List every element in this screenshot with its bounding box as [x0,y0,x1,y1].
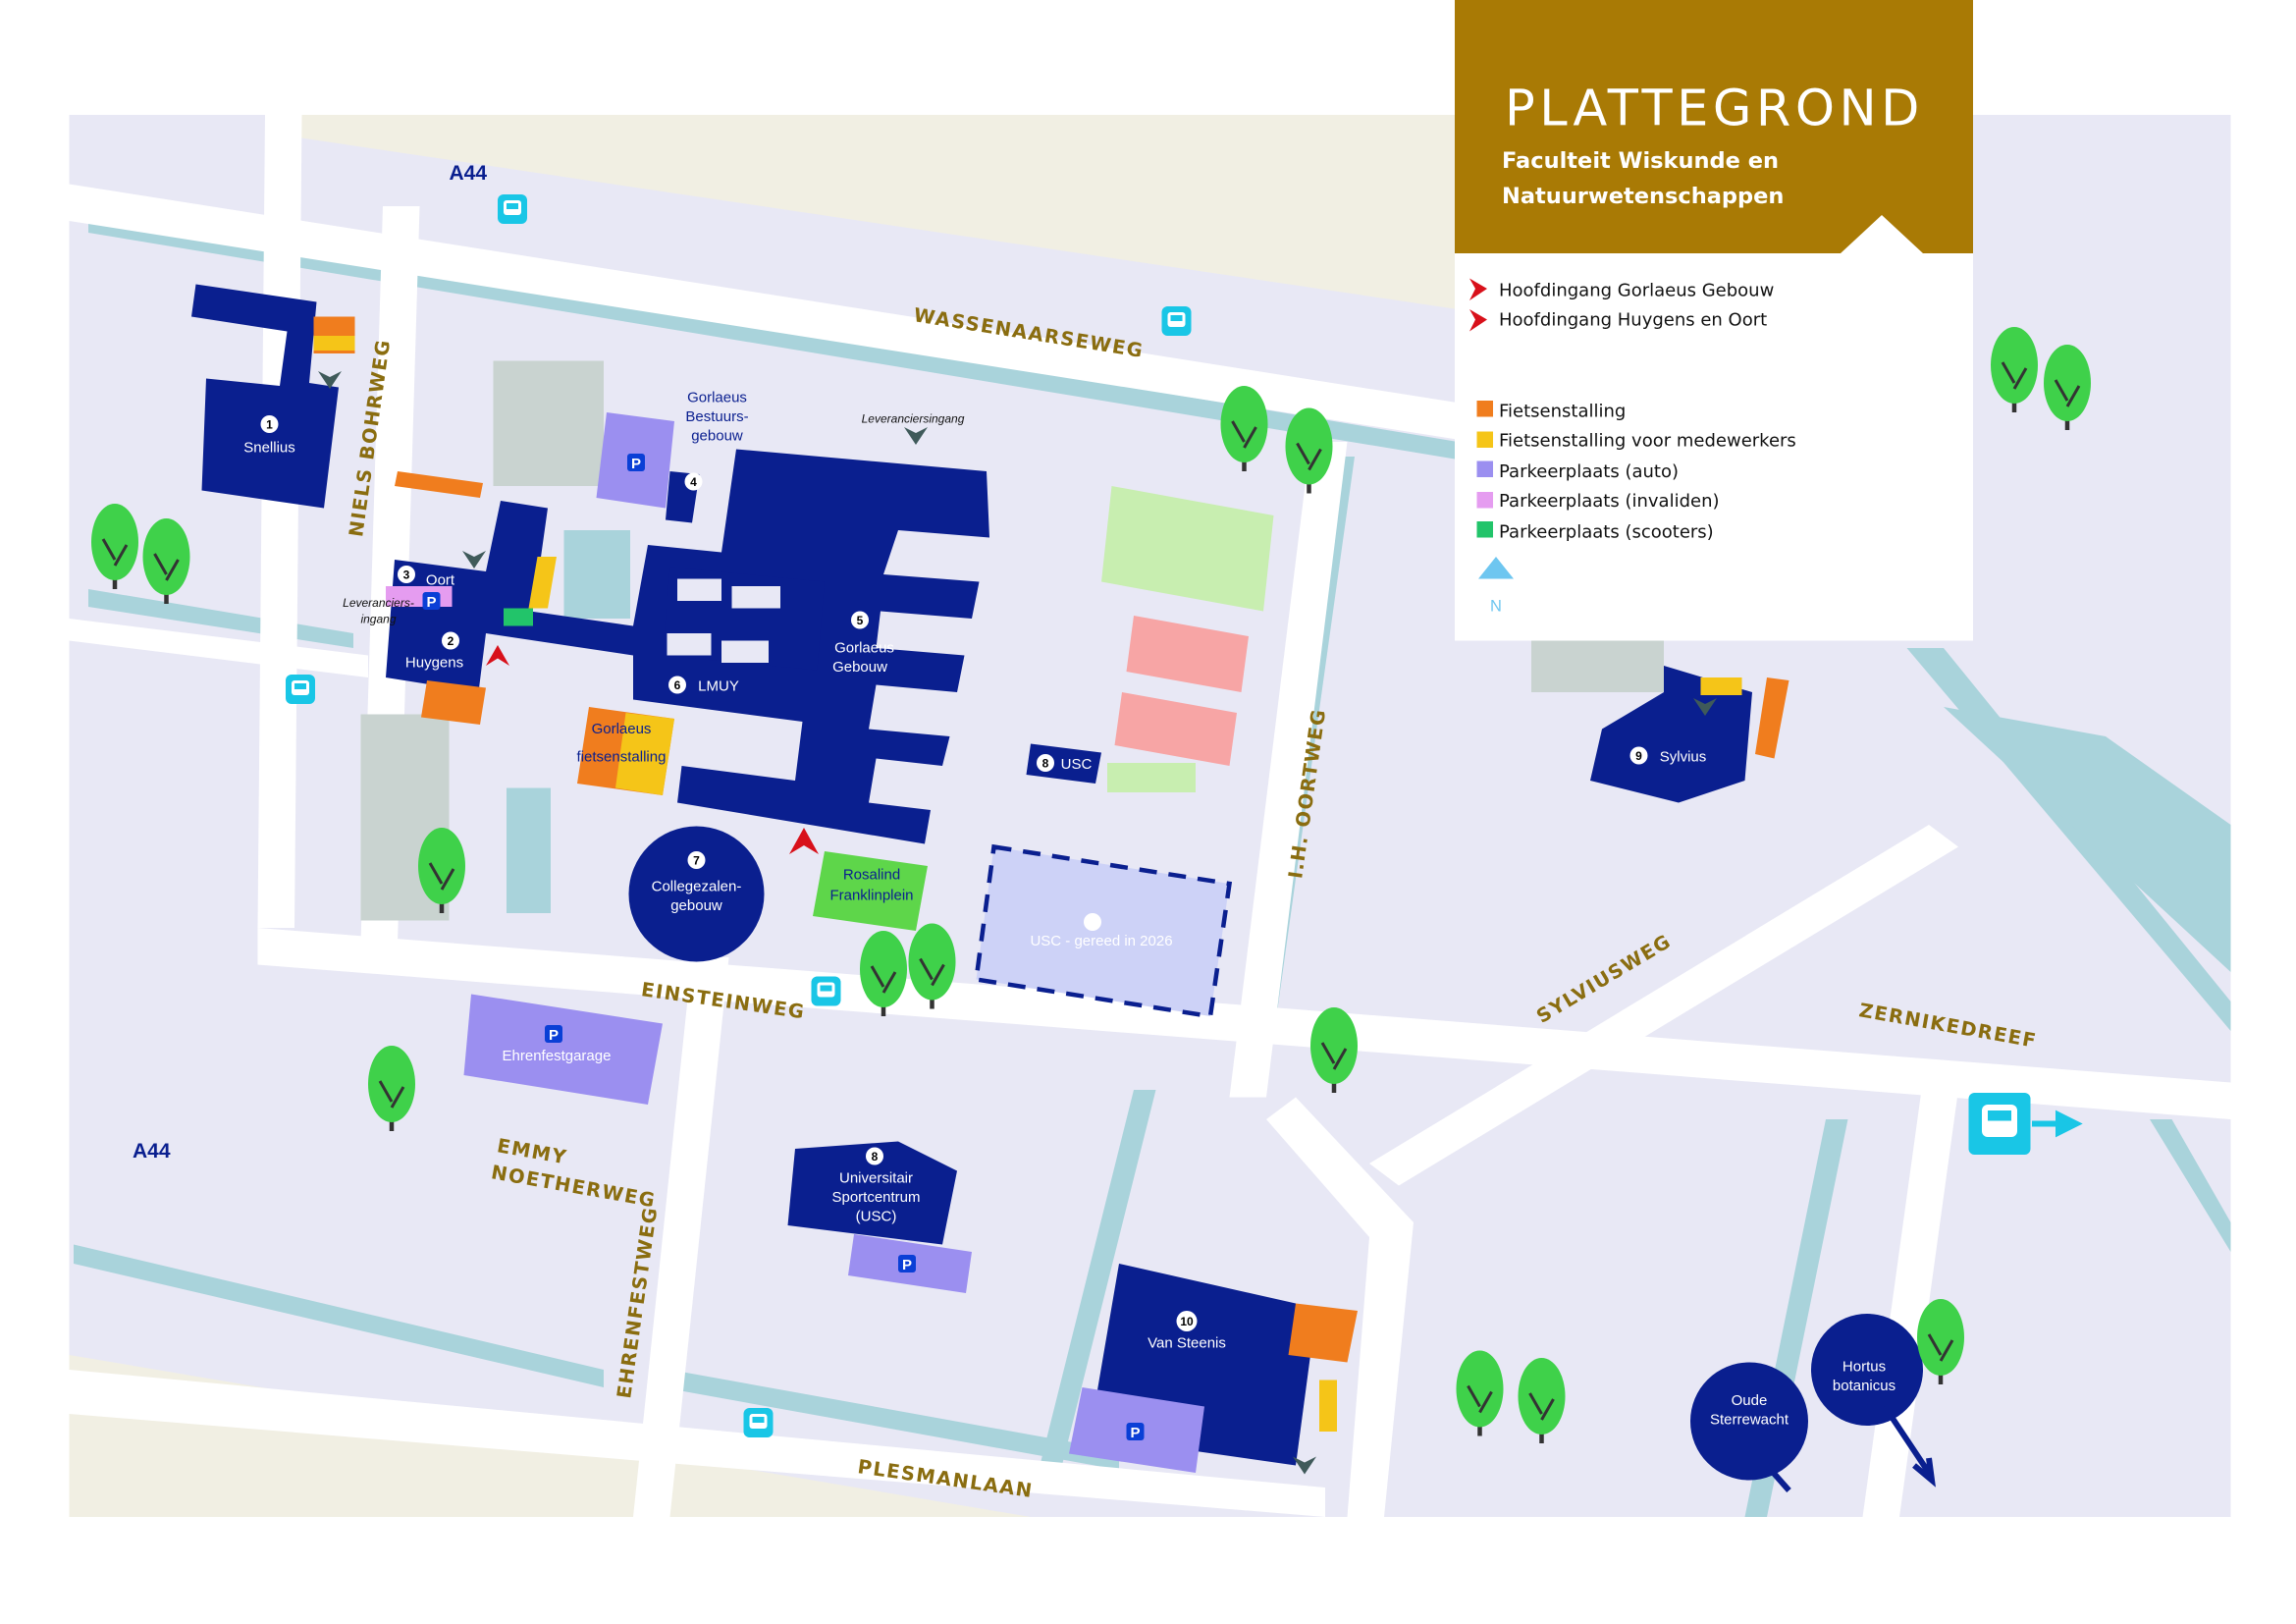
parking-icon [545,1025,562,1044]
sterrewacht-arrow-icon [1764,1463,1791,1492]
svg-text:9: 9 [1635,749,1642,763]
bus-stop-icon[interactable] [743,1408,774,1437]
hortus-arrow-icon [1882,1404,1936,1488]
rosalind-franklinplein[interactable]: Rosalind [843,867,900,884]
building-label-line: Sportcentrum [831,1189,920,1206]
hortus-botanicus[interactable]: Hortus [1842,1359,1886,1376]
legend: Hoofdingang Gorlaeus Gebouw Hoofdingang … [1455,253,1973,641]
svg-text:7: 7 [693,854,700,868]
legend-swatch [1476,492,1493,509]
title-panel: PLATTEGROND Faculteit Wiskunde en Natuur… [1455,0,1973,253]
building-usc[interactable]: Universitair [839,1170,913,1187]
bus-stop-icon[interactable] [1161,306,1192,336]
svg-text:3: 3 [403,568,410,582]
legend-item: Parkeerplaats (invaliden) [1499,491,1720,512]
svg-text:5: 5 [857,614,864,627]
usc-construction-site [973,843,1233,1019]
bus-stop-icon[interactable] [498,194,527,224]
roads [69,115,2231,1517]
parking-icon [422,592,441,611]
legend-swatch [1476,401,1493,417]
svg-text:8: 8 [1042,757,1049,771]
delivery-entrance-label: Leveranciersingang [862,412,965,426]
svg-text:8: 8 [872,1150,879,1164]
buildings [191,284,1923,1481]
label-line: ingang [360,613,396,626]
gorlaeus-fietsenstalling[interactable]: Gorlaeus [592,721,652,737]
label-line: botanicus [1833,1378,1896,1394]
ehrenfestgarage[interactable]: Ehrenfestgarage [503,1048,612,1064]
svg-text:6: 6 [674,678,681,692]
building-label-line: (USC) [856,1209,897,1225]
sports-field [1101,486,1274,792]
legend-item: Parkeerplaats (scooters) [1499,522,1714,543]
building-sylvius[interactable]: Sylvius [1660,749,1707,766]
legend-entrance-huygens: Hoofdingang Huygens en Oort [1499,310,1767,331]
train-station-icon[interactable] [1968,1093,2083,1155]
label-line: fietsenstalling [577,749,667,766]
beige-area [265,115,1458,309]
building-number-badges: 1 2 3 4 5 6 7 8 8 9 10 [260,415,1648,1331]
building-label-line: Gebouw [832,659,887,676]
label-line: Sterrewacht [1710,1412,1789,1429]
building-collegezalengebouw[interactable]: Collegezalen- [652,879,742,895]
svg-text:10: 10 [1180,1315,1194,1328]
map-subtitle: Faculteit Wiskunde en [1502,148,1779,174]
red-arrow-icon [1469,309,1487,332]
bus-stop-icon[interactable] [811,976,841,1006]
main-entrance-huygens-icon [486,645,509,666]
building-gorlaeus-bestuursgebouw[interactable]: Gorlaeus [687,390,747,406]
usc-new-building-label: USC - gereed in 2026 [1030,933,1172,949]
legend-item: Fietsenstalling voor medewerkers [1499,431,1796,452]
legend-entrance-gorlaeus: Hoofdingang Gorlaeus Gebouw [1499,281,1774,301]
parking-icon [627,454,645,472]
road-a44-top: A44 [450,162,488,185]
building-label-line: gebouw [670,897,722,914]
building-lmuy[interactable]: LMUY [698,678,739,695]
delivery-entrance-label: Leveranciers- [343,596,414,610]
building-label-line: gebouw [691,428,743,445]
building-gorlaeus-gebouw[interactable]: Gorlaeus [834,640,894,657]
legend-swatch [1476,460,1493,477]
red-arrow-icon [1469,278,1487,300]
road-a44-left: A44 [133,1140,171,1163]
svg-text:4: 4 [690,475,697,489]
building-label-line: Bestuurs- [685,408,748,425]
bus-stop-icon[interactable] [286,675,315,704]
parking-icon [898,1255,916,1273]
legend-item: Parkeerplaats (auto) [1499,461,1679,482]
map-subtitle-line2: Natuurwetenschappen [1502,184,1784,209]
building-snellius[interactable]: Snellius [243,440,295,457]
oude-sterrewacht[interactable]: Oude [1732,1392,1768,1409]
svg-text:2: 2 [448,634,454,648]
legend-item: Fietsenstalling [1499,402,1626,422]
building-van-steenis[interactable]: Van Steenis [1148,1335,1226,1352]
main-entrance-gorlaeus-icon [789,828,819,854]
legend-swatch [1476,431,1493,448]
building-oort[interactable]: Oort [426,572,455,589]
legend-swatch [1476,521,1493,538]
building-usc-small[interactable]: USC [1061,756,1093,773]
north-arrow-icon [1478,557,1514,579]
parking-icon [1126,1423,1145,1441]
north-label: N [1490,598,1502,616]
building-huygens[interactable]: Huygens [405,655,463,672]
label-line: Franklinplein [829,888,913,904]
map-title: PLATTEGROND [1505,81,1924,138]
svg-text:1: 1 [266,418,273,432]
